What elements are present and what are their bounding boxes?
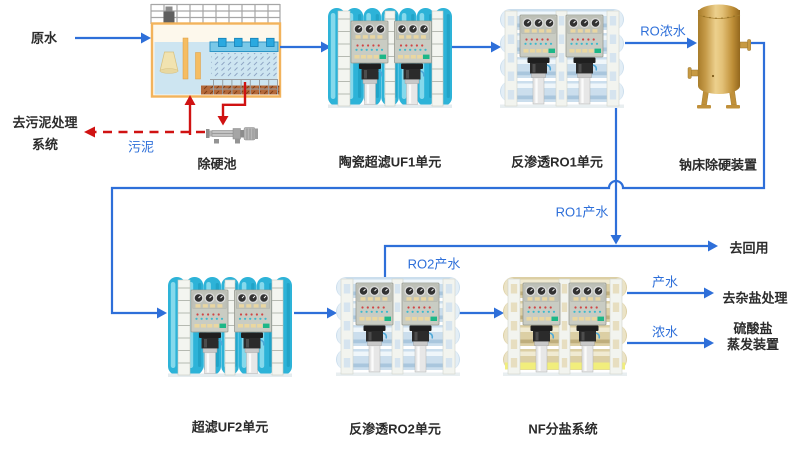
nf-unit <box>503 277 627 376</box>
uf2-unit <box>168 277 292 377</box>
sludge-pump <box>206 127 258 144</box>
label-ro1-product: RO1产水 <box>555 204 609 220</box>
label-nf-unit: NF分盐系统 <box>528 421 598 437</box>
ro1-unit <box>500 9 624 108</box>
sludge-lines <box>84 82 247 138</box>
label-ro-concentrate: RO浓水 <box>640 23 686 39</box>
uf1-unit <box>328 8 452 108</box>
label-nf-product: 产水 <box>651 274 679 290</box>
label-ro2-unit: 反渗透RO2单元 <box>349 421 441 437</box>
flow-arrowheads <box>141 32 718 349</box>
pool-baffle <box>182 37 189 80</box>
settler-plates <box>211 53 277 78</box>
settler-bar <box>209 41 279 52</box>
label-sludge-treatment-line2: 系统 <box>31 137 59 152</box>
label-sulfate-line2: 蒸发装置 <box>726 337 780 352</box>
settler-nozzles <box>218 37 275 47</box>
label-sodium-bed: 钠床除硬装置 <box>678 157 758 173</box>
label-reuse: 去回用 <box>729 240 769 256</box>
label-raw-water: 原水 <box>30 30 58 46</box>
label-pool: 除硬池 <box>197 156 237 172</box>
label-ro1-unit: 反渗透RO1单元 <box>511 154 603 170</box>
ro2-unit <box>336 277 460 376</box>
label-sulfate-line1: 硫酸盐 <box>733 321 773 336</box>
vessel-bolts <box>703 15 735 19</box>
sodium-bed-vessel <box>687 4 751 109</box>
label-nf-concentrate: 浓水 <box>651 324 679 340</box>
label-sulfate-evaporator: 硫酸盐 蒸发装置 <box>727 321 779 353</box>
label-sludge-treatment-line1: 去污泥处理 <box>12 115 78 130</box>
label-uf2-unit: 超滤UF2单元 <box>191 419 269 435</box>
sludge-arrowhead <box>84 126 95 138</box>
mixer-motor <box>165 6 173 12</box>
line-ro2-product-to-reuse <box>383 244 708 277</box>
label-mixed-salt: 去杂盐处理 <box>722 290 788 306</box>
hardness-pool <box>150 3 282 98</box>
label-sludge-treatment: 去污泥处理 系统 <box>12 112 77 156</box>
label-ro2-product: RO2产水 <box>407 256 461 272</box>
pool-drain-line <box>221 82 247 117</box>
label-uf1-unit: 陶瓷超滤UF1单元 <box>338 154 442 170</box>
pool-baffle <box>195 52 201 80</box>
flow-lines <box>75 36 766 345</box>
label-sludge-stream: 污泥 <box>127 139 155 155</box>
